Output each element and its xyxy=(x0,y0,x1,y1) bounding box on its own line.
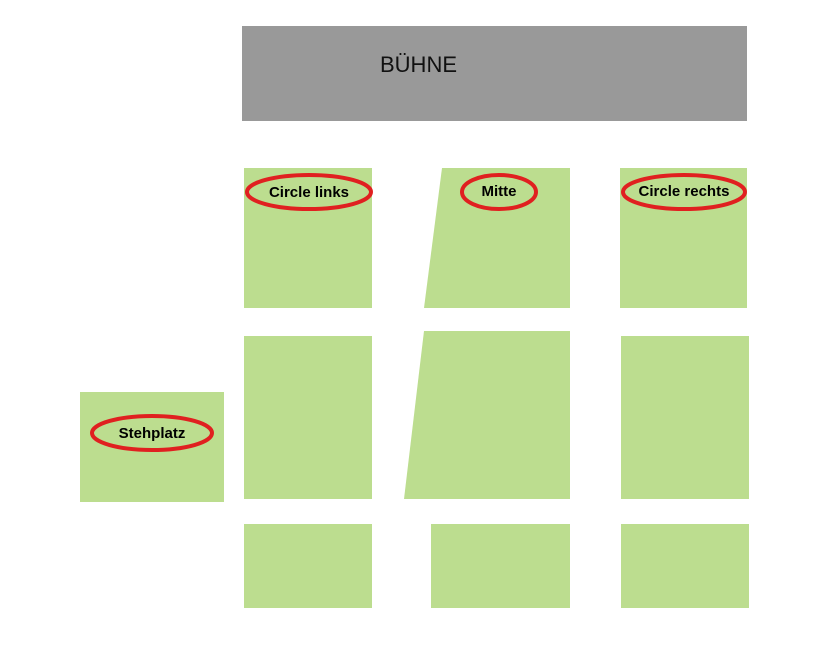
block-shape xyxy=(431,524,570,608)
label-stehplatz[interactable]: Stehplatz xyxy=(90,414,214,452)
highlight-ring xyxy=(90,414,214,452)
section-label-circle-rechts: Circle rechts xyxy=(639,183,730,200)
block-shape xyxy=(244,524,372,608)
block-mitte-back[interactable] xyxy=(431,524,570,608)
label-mitte[interactable]: Mitte xyxy=(460,173,538,211)
label-circle-rechts[interactable]: Circle rechts xyxy=(621,173,747,211)
block-stehplatz[interactable] xyxy=(80,392,224,502)
block-shape xyxy=(244,168,372,308)
section-label-circle-links: Circle links xyxy=(269,184,349,201)
block-shape xyxy=(621,336,749,499)
highlight-ring xyxy=(460,173,538,211)
highlight-ring xyxy=(245,173,373,211)
section-label-mitte: Mitte xyxy=(482,183,517,200)
block-shape xyxy=(404,331,570,499)
block-shape xyxy=(621,524,749,608)
stage-label: BÜHNE xyxy=(380,52,457,77)
block-shape xyxy=(80,392,224,502)
stage[interactable]: BÜHNE xyxy=(242,26,747,121)
block-shape xyxy=(620,168,747,308)
block-shape xyxy=(244,336,372,499)
block-circle-rechts-front[interactable] xyxy=(620,168,747,308)
block-circle-rechts-back[interactable] xyxy=(621,524,749,608)
highlight-ring xyxy=(621,173,747,211)
block-circle-links-front[interactable] xyxy=(244,168,372,308)
label-circle-links[interactable]: Circle links xyxy=(245,173,373,211)
stage-area xyxy=(242,26,747,121)
block-circle-links-back[interactable] xyxy=(244,524,372,608)
block-shape xyxy=(424,168,570,308)
block-mitte-middle[interactable] xyxy=(404,331,570,499)
block-circle-links-middle[interactable] xyxy=(244,336,372,499)
block-mitte-front[interactable] xyxy=(424,168,570,308)
section-label-stehplatz: Stehplatz xyxy=(119,425,186,442)
block-circle-rechts-middle[interactable] xyxy=(621,336,749,499)
